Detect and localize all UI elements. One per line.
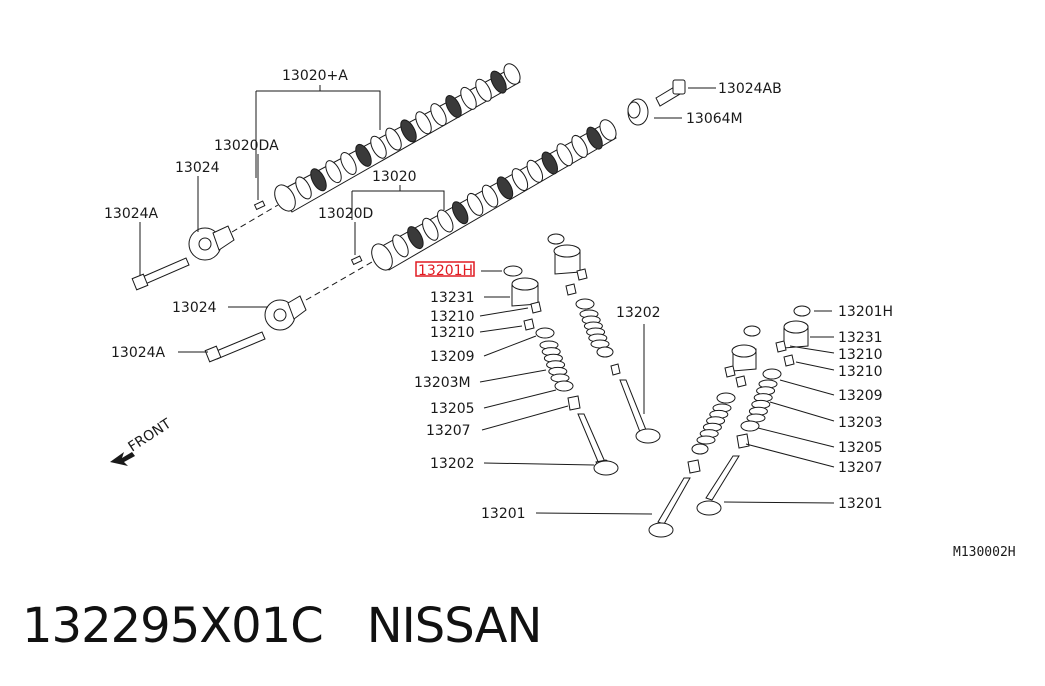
part-labels: 13020+A 13020 13020DA 13020D 13024AB 130… xyxy=(104,68,893,522)
cam-lobe xyxy=(541,151,558,175)
label-13231-left: 13231 xyxy=(430,290,475,306)
label-13207-right: 13207 xyxy=(838,460,883,476)
cam-lobe xyxy=(415,111,432,135)
cam-lobe xyxy=(526,159,544,183)
label-13203-right: 13203 xyxy=(838,415,883,431)
label-13202-left-1: 13202 xyxy=(430,456,475,472)
cam-lobe xyxy=(325,160,342,184)
cam-lobe xyxy=(451,201,469,225)
top-right-bolt-and-plug xyxy=(627,79,686,126)
cam-lobe xyxy=(370,135,387,159)
lower-camshaft xyxy=(371,119,617,271)
label-13024-upper: 13024 xyxy=(175,160,220,176)
cam-lobe xyxy=(400,119,417,143)
label-13202-left-2: 13202 xyxy=(616,305,661,321)
label-13209-left: 13209 xyxy=(430,349,475,365)
cam-lobe xyxy=(475,78,492,102)
label-13210-left-1: 13210 xyxy=(430,309,475,325)
highlight-box xyxy=(415,261,475,277)
cam-lobe xyxy=(586,126,603,150)
cam-lobe xyxy=(437,209,454,233)
cam-lobe xyxy=(310,168,327,192)
cam-lobe xyxy=(460,86,477,110)
lower-axis-line xyxy=(305,261,373,301)
label-13210-right-2: 13210 xyxy=(838,364,883,380)
upper-bolt xyxy=(131,257,190,291)
label-13210-left-2: 13210 xyxy=(430,325,475,341)
cam-lobe xyxy=(385,127,402,151)
cam-lobe xyxy=(496,176,514,200)
label-13024ab: 13024AB xyxy=(718,81,782,97)
label-13024-lower: 13024 xyxy=(172,300,217,316)
label-13201-bottom: 13201 xyxy=(481,506,526,522)
label-13210-right-1: 13210 xyxy=(838,347,883,363)
label-13020da: 13020DA xyxy=(214,138,279,154)
upper-camshaft xyxy=(274,63,521,213)
label-13024a-upper: 13024A xyxy=(104,206,159,222)
label-13201-right: 13201 xyxy=(838,496,883,512)
label-13020: 13020 xyxy=(372,169,417,185)
label-13064m: 13064M xyxy=(686,111,743,127)
cam-lobe xyxy=(407,226,424,250)
spring-coil xyxy=(696,435,716,445)
part-caption: 132295X01C NISSAN xyxy=(22,598,585,654)
right-valve-stack xyxy=(696,305,811,516)
cam-lobe xyxy=(511,168,529,192)
label-13205-left: 13205 xyxy=(430,401,475,417)
cam-lobe xyxy=(571,134,588,158)
label-13020d: 13020D xyxy=(318,206,373,222)
label-13024a-lower: 13024A xyxy=(111,345,166,361)
cam-lobe xyxy=(556,143,573,167)
exploded-parts-diagram: 13020+A 13020 13020DA 13020D 13024AB 130… xyxy=(104,63,893,538)
dowel-pins xyxy=(253,200,363,266)
label-front: FRONT xyxy=(125,416,174,456)
cam-lobe xyxy=(445,95,462,118)
brand-name: NISSAN xyxy=(366,598,543,654)
cam-lobe xyxy=(430,103,447,127)
label-13201h-right: 13201H xyxy=(838,304,893,320)
leader-lines xyxy=(139,85,835,515)
label-13203m-left: 13203M xyxy=(414,375,471,391)
lower-sprocket xyxy=(264,295,307,331)
part-number: 132295X01C xyxy=(22,598,324,654)
drawing-code: M130002H xyxy=(953,545,1016,560)
label-13207-left: 13207 xyxy=(426,423,471,439)
label-13231-right: 13231 xyxy=(838,330,883,346)
upper-axis-line xyxy=(231,204,279,233)
label-13209-right: 13209 xyxy=(838,388,883,404)
cam-lobe xyxy=(466,192,484,216)
cam-lobe xyxy=(355,143,372,167)
middle-valve-stack xyxy=(547,233,661,444)
upper-sprocket xyxy=(188,225,235,261)
cam-lobe xyxy=(340,152,357,175)
label-13201h-highlighted: 13201H xyxy=(418,263,473,279)
front-arrow xyxy=(110,452,135,466)
label-13205-right: 13205 xyxy=(838,440,883,456)
label-13020-a: 13020+A xyxy=(282,68,348,84)
cam-lobe xyxy=(481,184,499,208)
cam-lobe xyxy=(422,217,439,241)
cam-lobe xyxy=(295,176,312,200)
left-valve-stack xyxy=(503,265,619,476)
cam-lobe xyxy=(490,70,507,94)
bottom-valve-stack xyxy=(648,325,761,538)
cam-lobe xyxy=(392,234,409,258)
lower-bolt xyxy=(204,331,266,363)
